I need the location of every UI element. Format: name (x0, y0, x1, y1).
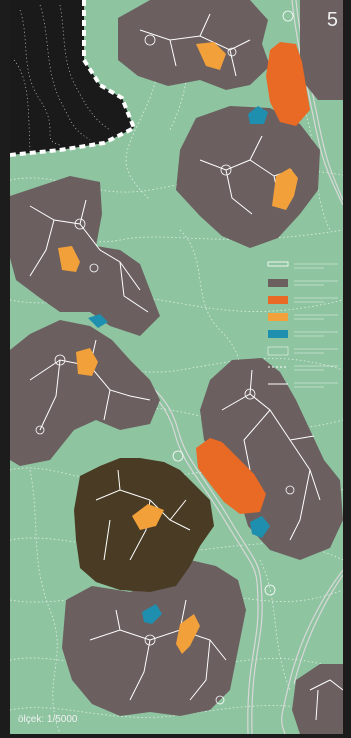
legend-item (267, 346, 338, 356)
map-legend (267, 261, 338, 388)
legend-item (268, 330, 338, 338)
legend-swatch (268, 313, 288, 321)
ponds (88, 106, 270, 624)
junction-markers (35, 10, 295, 705)
facility-building-east (196, 438, 266, 514)
legend-swatch (267, 261, 289, 267)
legend-item (268, 313, 338, 321)
legend-item (268, 296, 338, 304)
community-building-6 (176, 614, 200, 654)
community-building-4 (76, 348, 98, 376)
legend-text-placeholder (294, 297, 338, 303)
cluster-south (62, 560, 246, 716)
community-building-3 (58, 246, 80, 272)
cluster-east-upper (176, 106, 320, 248)
legend-text-placeholder (294, 348, 338, 354)
cluster-east-middle (200, 358, 343, 560)
community-building-5 (132, 504, 164, 530)
offsite-contours (13, 4, 111, 151)
legend-swatch (268, 296, 288, 304)
page-number: 5 (327, 9, 338, 31)
legend-swatch (268, 279, 288, 287)
housing-clusters (10, 0, 343, 734)
community-building-2 (272, 168, 298, 210)
cluster-north (118, 0, 270, 90)
pond-2 (88, 314, 108, 328)
offsite-zone (10, 0, 134, 155)
cluster-west-middle (10, 320, 160, 466)
facility-buildings (196, 42, 310, 514)
legend-text-placeholder (294, 331, 338, 337)
legend-text-placeholder (294, 263, 338, 269)
legend-text-placeholder (294, 365, 338, 371)
pond-4 (142, 604, 162, 624)
legend-item (268, 365, 338, 371)
pond-1 (248, 106, 268, 124)
scale-label: ölçek: 1/5000 (18, 714, 78, 725)
legend-item (268, 279, 338, 287)
legend-swatch (268, 330, 288, 338)
cluster-northeast (300, 0, 343, 100)
community-buildings (58, 42, 298, 654)
legend-text-placeholder (294, 382, 338, 388)
legend-swatch (267, 346, 289, 356)
legend-text-placeholder (294, 280, 338, 286)
legend-item (267, 261, 338, 269)
legend-item (268, 382, 338, 388)
community-building-1 (196, 42, 226, 70)
pond-3 (250, 516, 270, 538)
legend-text-placeholder (294, 314, 338, 320)
site-boundary (10, 0, 137, 157)
facility-building-north (266, 42, 310, 126)
